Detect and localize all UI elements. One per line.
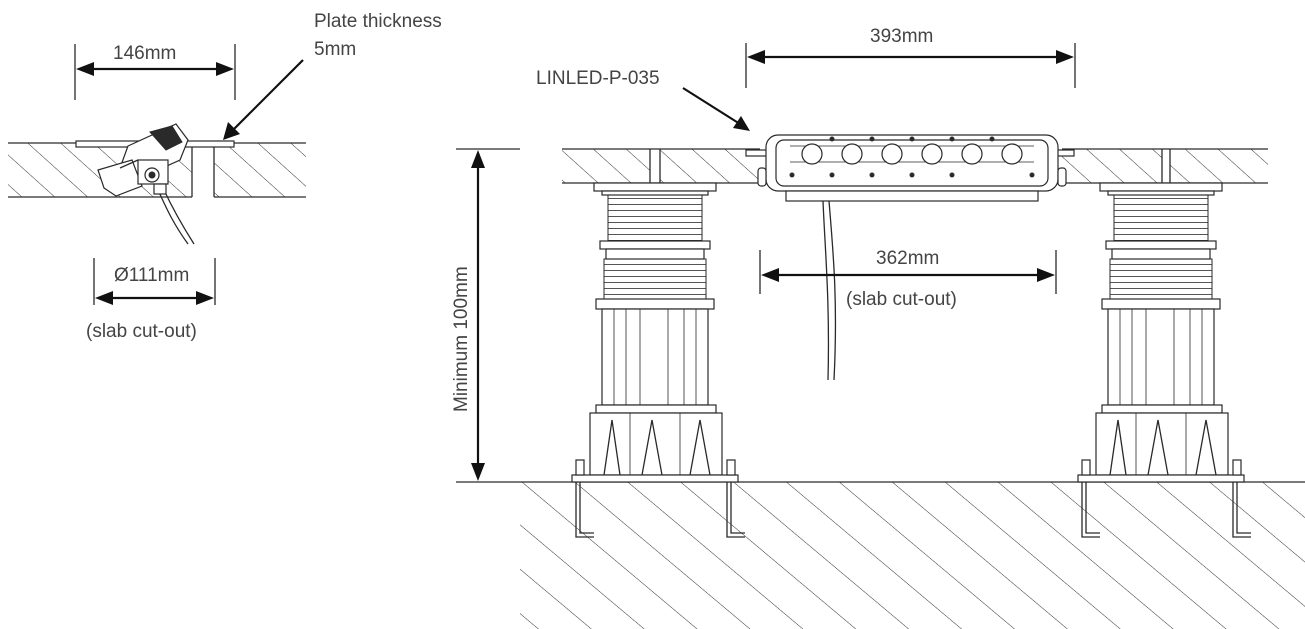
slab-cutout-label-left: (slab cut-out)	[86, 321, 197, 342]
deck-slab	[562, 148, 1268, 184]
dimension-minimum-height	[456, 148, 520, 483]
anchor-bolts-left	[575, 459, 745, 538]
fixture-model-leader	[682, 87, 750, 131]
fixture-width-label: 393mm	[870, 26, 933, 47]
linear-fixture	[745, 134, 1075, 381]
cutout-diameter-label: Ø111mm	[114, 265, 189, 286]
pedestal-right	[1077, 182, 1245, 483]
minimum-height-label: Minimum 100mm	[451, 266, 472, 412]
dimension-146mm	[74, 44, 236, 100]
pedestal-left	[571, 182, 739, 483]
left-fixture-body	[97, 123, 195, 245]
plate-thickness-label-line1: Plate thickness	[314, 11, 442, 32]
cutout-width-label: 362mm	[876, 248, 939, 269]
dimension-111mm	[93, 258, 216, 305]
plate-thickness-label-line2: 5mm	[314, 39, 356, 60]
fixture-model-label: LINLED-P-035	[536, 68, 660, 89]
plate-width-label: 146mm	[113, 43, 176, 64]
dimension-393mm	[745, 43, 1076, 88]
plate-thickness-leader	[223, 59, 304, 140]
ground-slab	[520, 481, 1305, 629]
anchor-bolts-right	[1081, 459, 1251, 538]
slab-cutout-label-right: (slab cut-out)	[846, 289, 957, 310]
dimension-362mm	[759, 250, 1057, 294]
